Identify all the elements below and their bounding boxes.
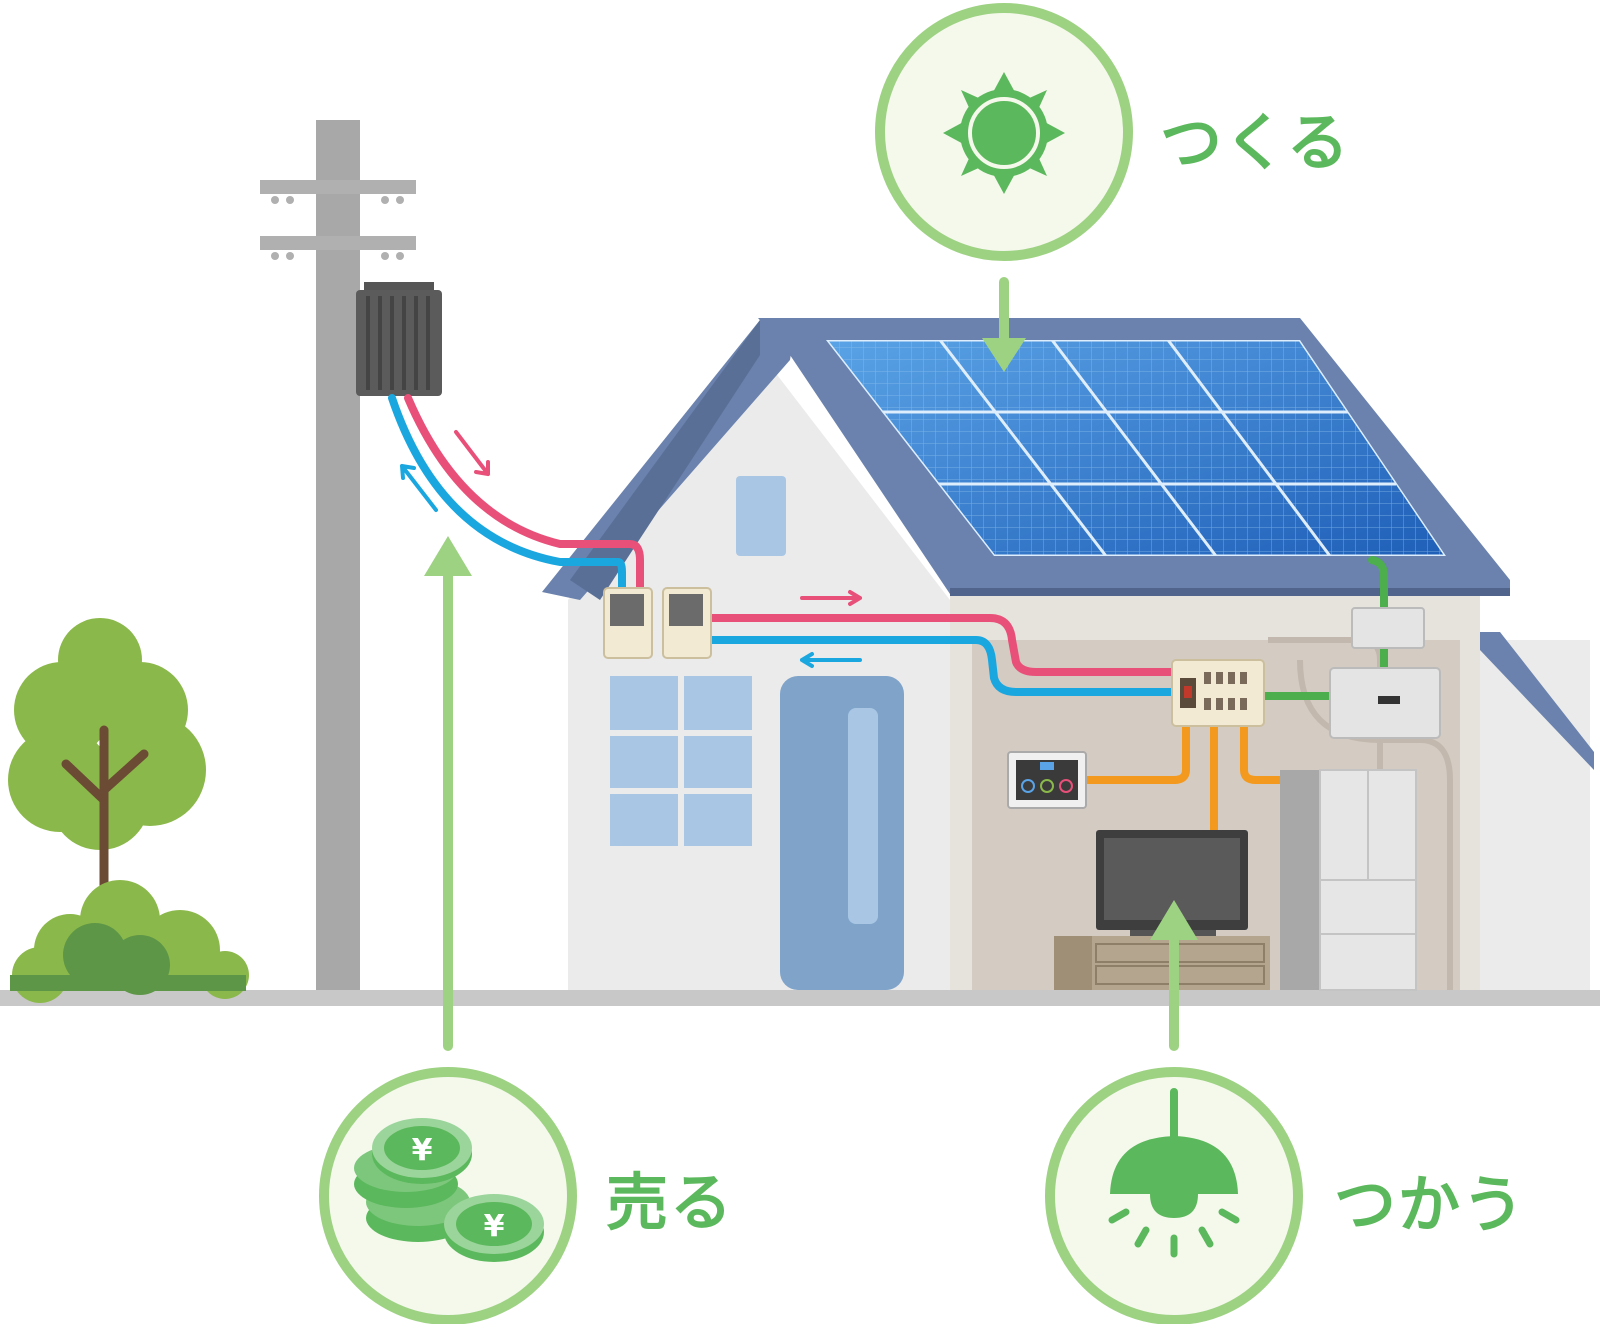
indoor-line-3 — [1240, 720, 1290, 784]
ground-line — [0, 990, 1600, 1006]
power-conditioner — [1329, 607, 1441, 739]
sell-circle: ¥ ¥ — [319, 1067, 577, 1324]
make-arrow — [982, 277, 1026, 372]
utility-pole — [260, 120, 416, 990]
tv-cabinet — [1054, 936, 1270, 990]
make-label: つくる — [1160, 106, 1351, 179]
electric-meters — [603, 587, 712, 659]
pendant-lamp-icon — [1108, 1088, 1240, 1258]
sell-arrow — [424, 536, 472, 1051]
sell-line — [404, 394, 1176, 676]
flow-arrows — [400, 430, 862, 668]
yen-coins-icon: ¥ ¥ — [354, 1118, 544, 1262]
solar-panels — [826, 340, 1446, 556]
make-circle — [875, 3, 1133, 261]
monitor-panel — [1007, 751, 1087, 809]
use-label: つかう — [1334, 1168, 1527, 1241]
bushes — [10, 880, 249, 1003]
transformer — [356, 282, 442, 396]
refrigerator — [1280, 769, 1417, 991]
sell-label: 売る — [606, 1166, 735, 1239]
svg-text:¥: ¥ — [484, 1209, 505, 1244]
indoor-line-1 — [1082, 720, 1190, 784]
svg-text:¥: ¥ — [412, 1133, 433, 1168]
tree — [8, 618, 206, 905]
buy-line — [388, 394, 1176, 696]
use-circle — [1045, 1067, 1303, 1324]
sun-icon — [943, 72, 1065, 194]
breaker-board — [1171, 659, 1265, 727]
use-arrow — [1150, 900, 1198, 1051]
